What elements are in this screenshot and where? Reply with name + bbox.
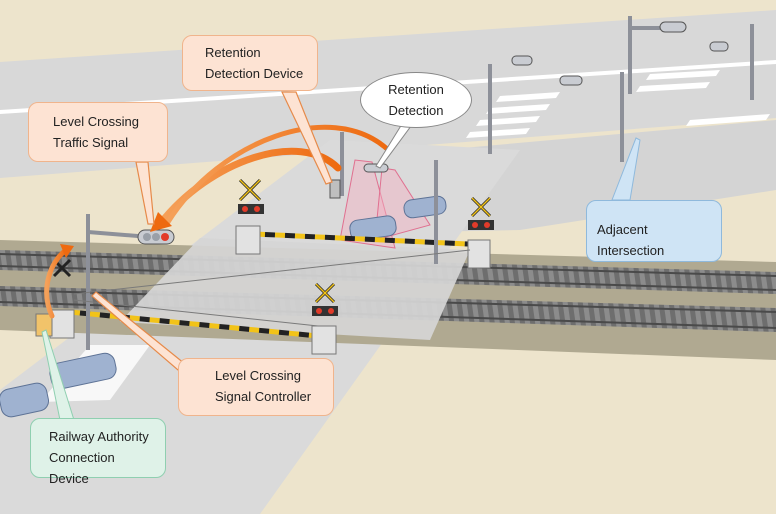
barrier-arms <box>69 231 469 339</box>
poles <box>86 16 754 350</box>
cars <box>0 195 447 418</box>
railway-authority-connection-device-label: Railway Authority Connection Device <box>30 418 166 486</box>
retention-detection-bubble: Retention Detection <box>360 72 472 128</box>
retention-detection-device-label: Retention Detection Device <box>182 35 318 91</box>
callout-pointers <box>91 91 333 371</box>
connection-lines <box>73 249 471 327</box>
crossing-lamps <box>238 204 494 316</box>
adjacent-intersection-label: Adjacent Intersection <box>586 200 722 262</box>
cross-road <box>420 120 776 232</box>
level-crossing-traffic-signal-label: Level Crossing Traffic Signal <box>28 102 168 162</box>
crossing-sign-yellow <box>239 179 491 303</box>
arrowheads <box>60 212 172 258</box>
level-crossing-signal-controller-label: Level Crossing Signal Controller <box>178 358 334 416</box>
